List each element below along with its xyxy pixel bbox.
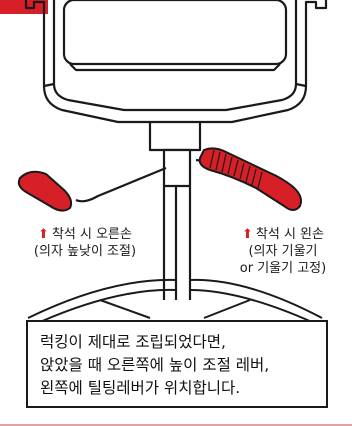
star-base: [27, 278, 323, 323]
callout-line1: 럭킹이 제대로 조립되었다면,: [40, 333, 226, 351]
bottom-divider: [0, 424, 352, 426]
right-label-line1: 착석 시 왼손: [255, 227, 324, 242]
callout-line2: 앉았을 때 오른쪽에 높이 조절 레버,: [40, 356, 270, 374]
mechanism-housing: [148, 122, 202, 300]
left-lever-label: ⬆착석 시 오른손 (의자 높낮이 조절): [10, 226, 160, 260]
top-red-banner: [0, 0, 48, 14]
left-lever: [17, 166, 167, 212]
left-label-line1: 착석 시 오른손: [51, 227, 132, 242]
right-lever-label: ⬆착석 시 왼손 (의자 기울기 or 기울기 고정): [218, 226, 348, 277]
assembly-note-callout: 럭킹이 제대로 조립되었다면, 앉았을 때 오른쪽에 높이 조절 레버, 왼쪽에…: [26, 320, 328, 408]
callout-line3: 왼쪽에 틸팅레버가 위치합니다.: [40, 379, 241, 397]
right-lever: [195, 147, 302, 211]
right-label-line2: (의자 기울기: [248, 244, 318, 259]
up-arrow-icon: ⬆: [242, 227, 253, 242]
up-arrow-icon: ⬆: [38, 227, 49, 242]
left-label-line2: (의자 높낮이 조절): [33, 244, 137, 259]
seat-frame: [24, 0, 328, 124]
right-label-line3: or 기울기 고정): [239, 261, 327, 276]
